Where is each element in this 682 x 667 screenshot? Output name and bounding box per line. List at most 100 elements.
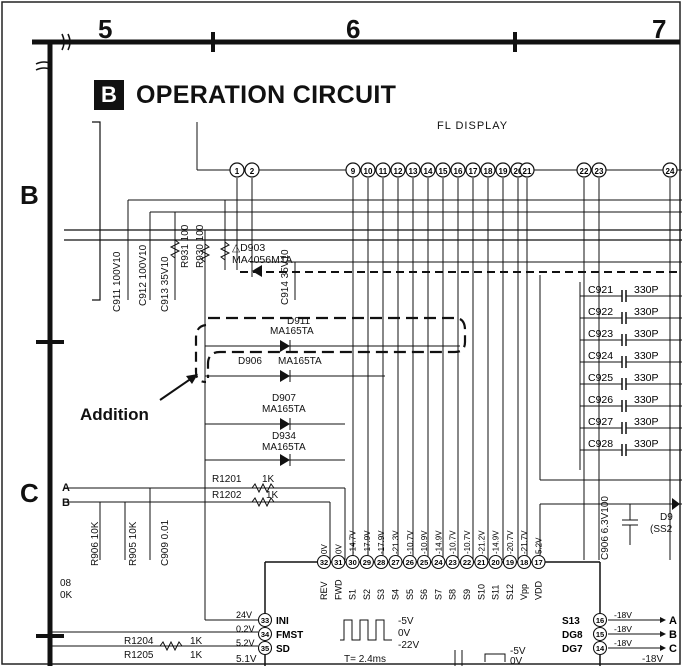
ic-pin-voltage: -14.7V — [349, 530, 358, 554]
connector-pin: 22 — [576, 162, 592, 560]
svg-text:32: 32 — [320, 558, 328, 567]
connector-pin: 14 — [420, 162, 436, 560]
capacitor-value: 330P — [634, 438, 659, 450]
r1201-value: 1K — [262, 474, 275, 485]
d903-part: MA4056MTA — [232, 254, 293, 266]
capacitor-value: 330P — [634, 394, 659, 406]
d906-label: D906 — [238, 356, 262, 367]
ic-pin-name: S7 — [433, 589, 443, 600]
waveform2-level-1: -5V — [510, 646, 526, 657]
d934-part: MA165TA — [262, 442, 306, 453]
ic-pin-voltage: -21.2V — [477, 530, 486, 554]
svg-text:20: 20 — [491, 558, 499, 567]
c913-label: C913 35V10 — [160, 256, 171, 312]
connector-pin: 12 — [390, 162, 406, 560]
ic-pin-name: FWD — [333, 579, 343, 600]
capacitor-value: 330P — [634, 306, 659, 318]
ic-pin-voltage: -21.7V — [520, 530, 529, 554]
ic-pin-name: S12 — [505, 584, 515, 600]
svg-text:28: 28 — [377, 558, 385, 567]
ic-pin-name: S3 — [376, 589, 386, 600]
svg-text:24: 24 — [434, 558, 443, 567]
c906-label: C906 6.3V100 — [600, 496, 611, 560]
connector-pin: 16 — [450, 162, 466, 560]
r1202-label: R1202 — [212, 490, 242, 501]
addition-label: Addition — [80, 405, 149, 424]
r1204-value: 1K — [190, 636, 203, 647]
ic-pin-voltage: -10.7V — [463, 530, 472, 554]
input-b-label: B — [62, 497, 70, 509]
svg-text:1: 1 — [235, 167, 240, 176]
svg-text:31: 31 — [334, 558, 342, 567]
ic-pin-voltage: 0V — [320, 544, 329, 554]
connector-pin: 17 — [465, 162, 481, 560]
d9-partial-label: D9 — [660, 512, 673, 523]
ic-pin-name: S1 — [348, 589, 358, 600]
svg-text:22: 22 — [463, 558, 471, 567]
d911-part: MA165TA — [270, 326, 314, 337]
ic-pin-voltage: -14.9V — [434, 530, 443, 554]
ic-pin-name: VDD — [534, 580, 544, 600]
r931-label: R931 100 — [180, 224, 191, 268]
connector-pin: 11 — [375, 162, 391, 560]
d9-partial-sub: (SS2 — [650, 524, 673, 535]
ic-pin-name: S10 — [476, 584, 486, 600]
c911-label: C911 100V10 — [112, 251, 123, 312]
ic-left-pin-voltage: 24V — [236, 610, 252, 620]
r1202-value: 1K — [266, 490, 279, 501]
svg-text:19: 19 — [506, 558, 514, 567]
ic-left-pin-name: FMST — [276, 630, 303, 641]
waveform-level-2: 0V — [398, 628, 411, 639]
column-number-6: 6 — [346, 14, 361, 44]
svg-text:13: 13 — [409, 167, 418, 176]
r1204-label: R1204 — [124, 636, 154, 647]
d906-part: MA165TA — [278, 356, 322, 367]
d907-label: D907 — [272, 393, 296, 404]
connector-pin: 20 — [510, 162, 526, 560]
ic-left-pin-voltage: 5.2V — [236, 638, 255, 648]
svg-text:22: 22 — [580, 167, 589, 176]
column-number-5: 5 — [98, 14, 113, 44]
input-a-label: A — [62, 482, 70, 494]
ic-pin-name: Vpp — [519, 584, 529, 600]
ic-pin-name: S5 — [405, 589, 415, 600]
r-left-partial: 08 — [60, 578, 72, 589]
connector-pin: 9 — [345, 162, 361, 560]
svg-text:23: 23 — [449, 558, 457, 567]
ic-right-pin-voltage: -18V — [614, 624, 632, 634]
ic-left-pin-name: SD — [276, 644, 290, 655]
ic-right-pin-voltage: -18V — [614, 638, 632, 648]
ic-right-pin-name: S13 — [562, 616, 580, 627]
svg-text:25: 25 — [420, 558, 428, 567]
connector-pin: 13 — [405, 162, 421, 560]
r1205-value: 1K — [190, 650, 203, 661]
svg-text:30: 30 — [348, 558, 356, 567]
svg-text:17: 17 — [469, 167, 478, 176]
addition-outline — [206, 316, 467, 378]
connector-pin: 1 — [229, 162, 245, 270]
svg-text:21: 21 — [523, 167, 532, 176]
svg-text:16: 16 — [596, 616, 604, 625]
ic-pin-voltage: -10.9V — [420, 530, 429, 554]
svg-text:29: 29 — [363, 558, 371, 567]
